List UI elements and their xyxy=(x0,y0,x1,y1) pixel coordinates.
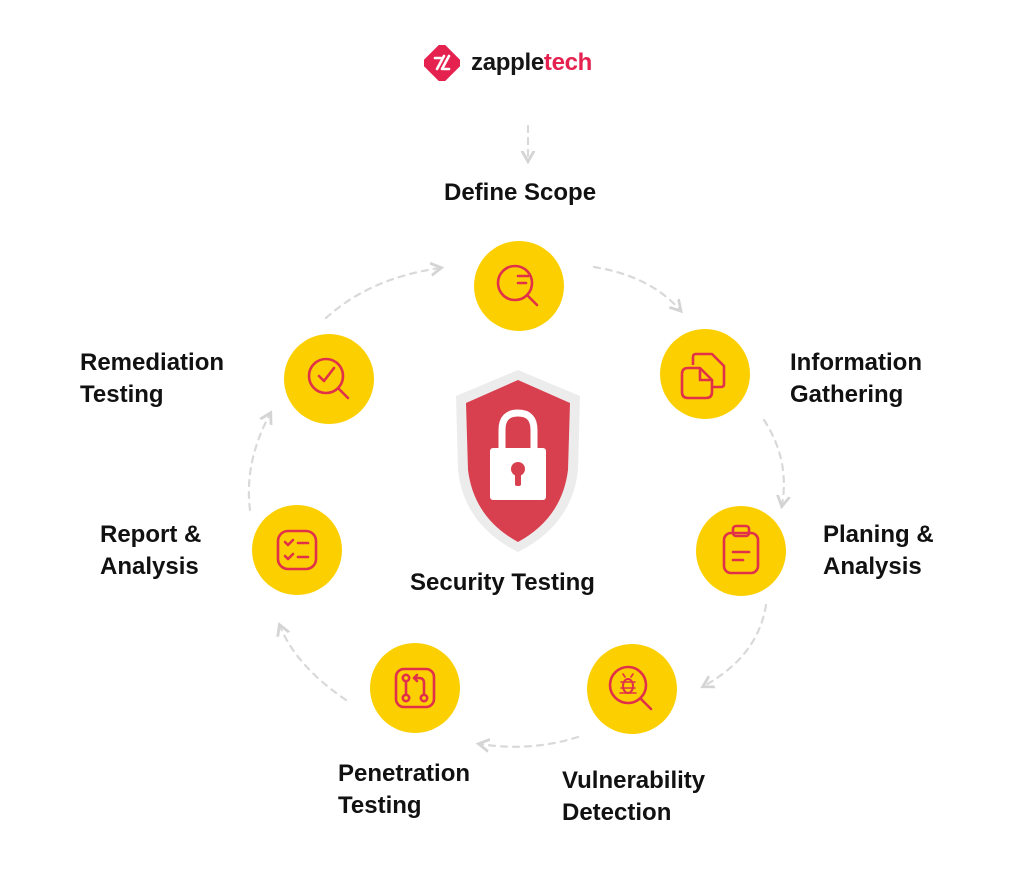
center-label: Security Testing xyxy=(410,569,595,596)
step-information-gathering xyxy=(660,329,750,419)
bug-search-icon xyxy=(608,665,653,711)
step-report-analysis xyxy=(252,505,342,595)
logo: zappletech xyxy=(424,42,592,84)
search-lines-icon xyxy=(496,264,539,307)
arrow-report-to-remediation xyxy=(247,414,270,512)
step-label-information-gathering: Information Gathering xyxy=(790,347,922,411)
search-check-icon xyxy=(307,357,350,400)
step-planing-analysis xyxy=(696,506,786,596)
step-penetration-testing xyxy=(370,643,460,733)
arrow-vulnerability-to-penetration xyxy=(480,735,580,747)
arrow-remediation-to-scope xyxy=(324,268,440,320)
logo-word-accent: tech xyxy=(543,49,593,76)
step-label-remediation-testing: Remediation Testing xyxy=(80,347,224,411)
arrow-scope-to-information xyxy=(592,265,680,310)
merge-branch-icon xyxy=(394,667,436,709)
logo-word-primary: zapple xyxy=(471,49,544,76)
step-label-line1: Information xyxy=(790,349,922,376)
step-label-define-scope: Define Scope xyxy=(444,177,596,209)
step-label-line1: Define Scope xyxy=(444,179,597,206)
arrow-planing-to-vulnerability xyxy=(704,603,768,686)
step-label-line1: Penetration xyxy=(338,760,471,787)
step-label-line2: Analysis xyxy=(823,553,922,580)
step-label-line1: Planing & xyxy=(823,521,934,548)
documents-icon xyxy=(680,352,726,400)
step-label-line2: Analysis xyxy=(100,553,199,580)
step-label-line1: Vulnerability xyxy=(562,767,706,794)
zappletech-logo-icon xyxy=(424,45,460,81)
step-label-planing-analysis: Planing & Analysis xyxy=(823,519,934,583)
step-label-line2: Detection xyxy=(562,799,672,826)
clipboard-icon xyxy=(722,524,760,575)
checklist-icon xyxy=(276,529,318,571)
step-label-line2: Gathering xyxy=(790,381,904,408)
arrow-information-to-planing xyxy=(762,418,784,505)
shield-lock-icon xyxy=(456,370,580,552)
logo-wordmark: zappletech xyxy=(471,51,592,75)
step-vulnerability-detection xyxy=(587,644,677,734)
step-label-vulnerability-detection: Vulnerability Detection xyxy=(562,765,705,829)
step-label-line1: Remediation xyxy=(80,349,225,376)
step-label-report-analysis: Report & Analysis xyxy=(100,519,201,583)
arrow-penetration-to-report xyxy=(280,626,348,702)
step-label-line2: Testing xyxy=(80,381,164,408)
step-label-line2: Testing xyxy=(338,792,422,819)
step-define-scope xyxy=(474,241,564,331)
step-label-line1: Report & xyxy=(100,521,202,548)
step-label-penetration-testing: Penetration Testing xyxy=(338,758,470,822)
step-remediation-testing xyxy=(284,334,374,424)
